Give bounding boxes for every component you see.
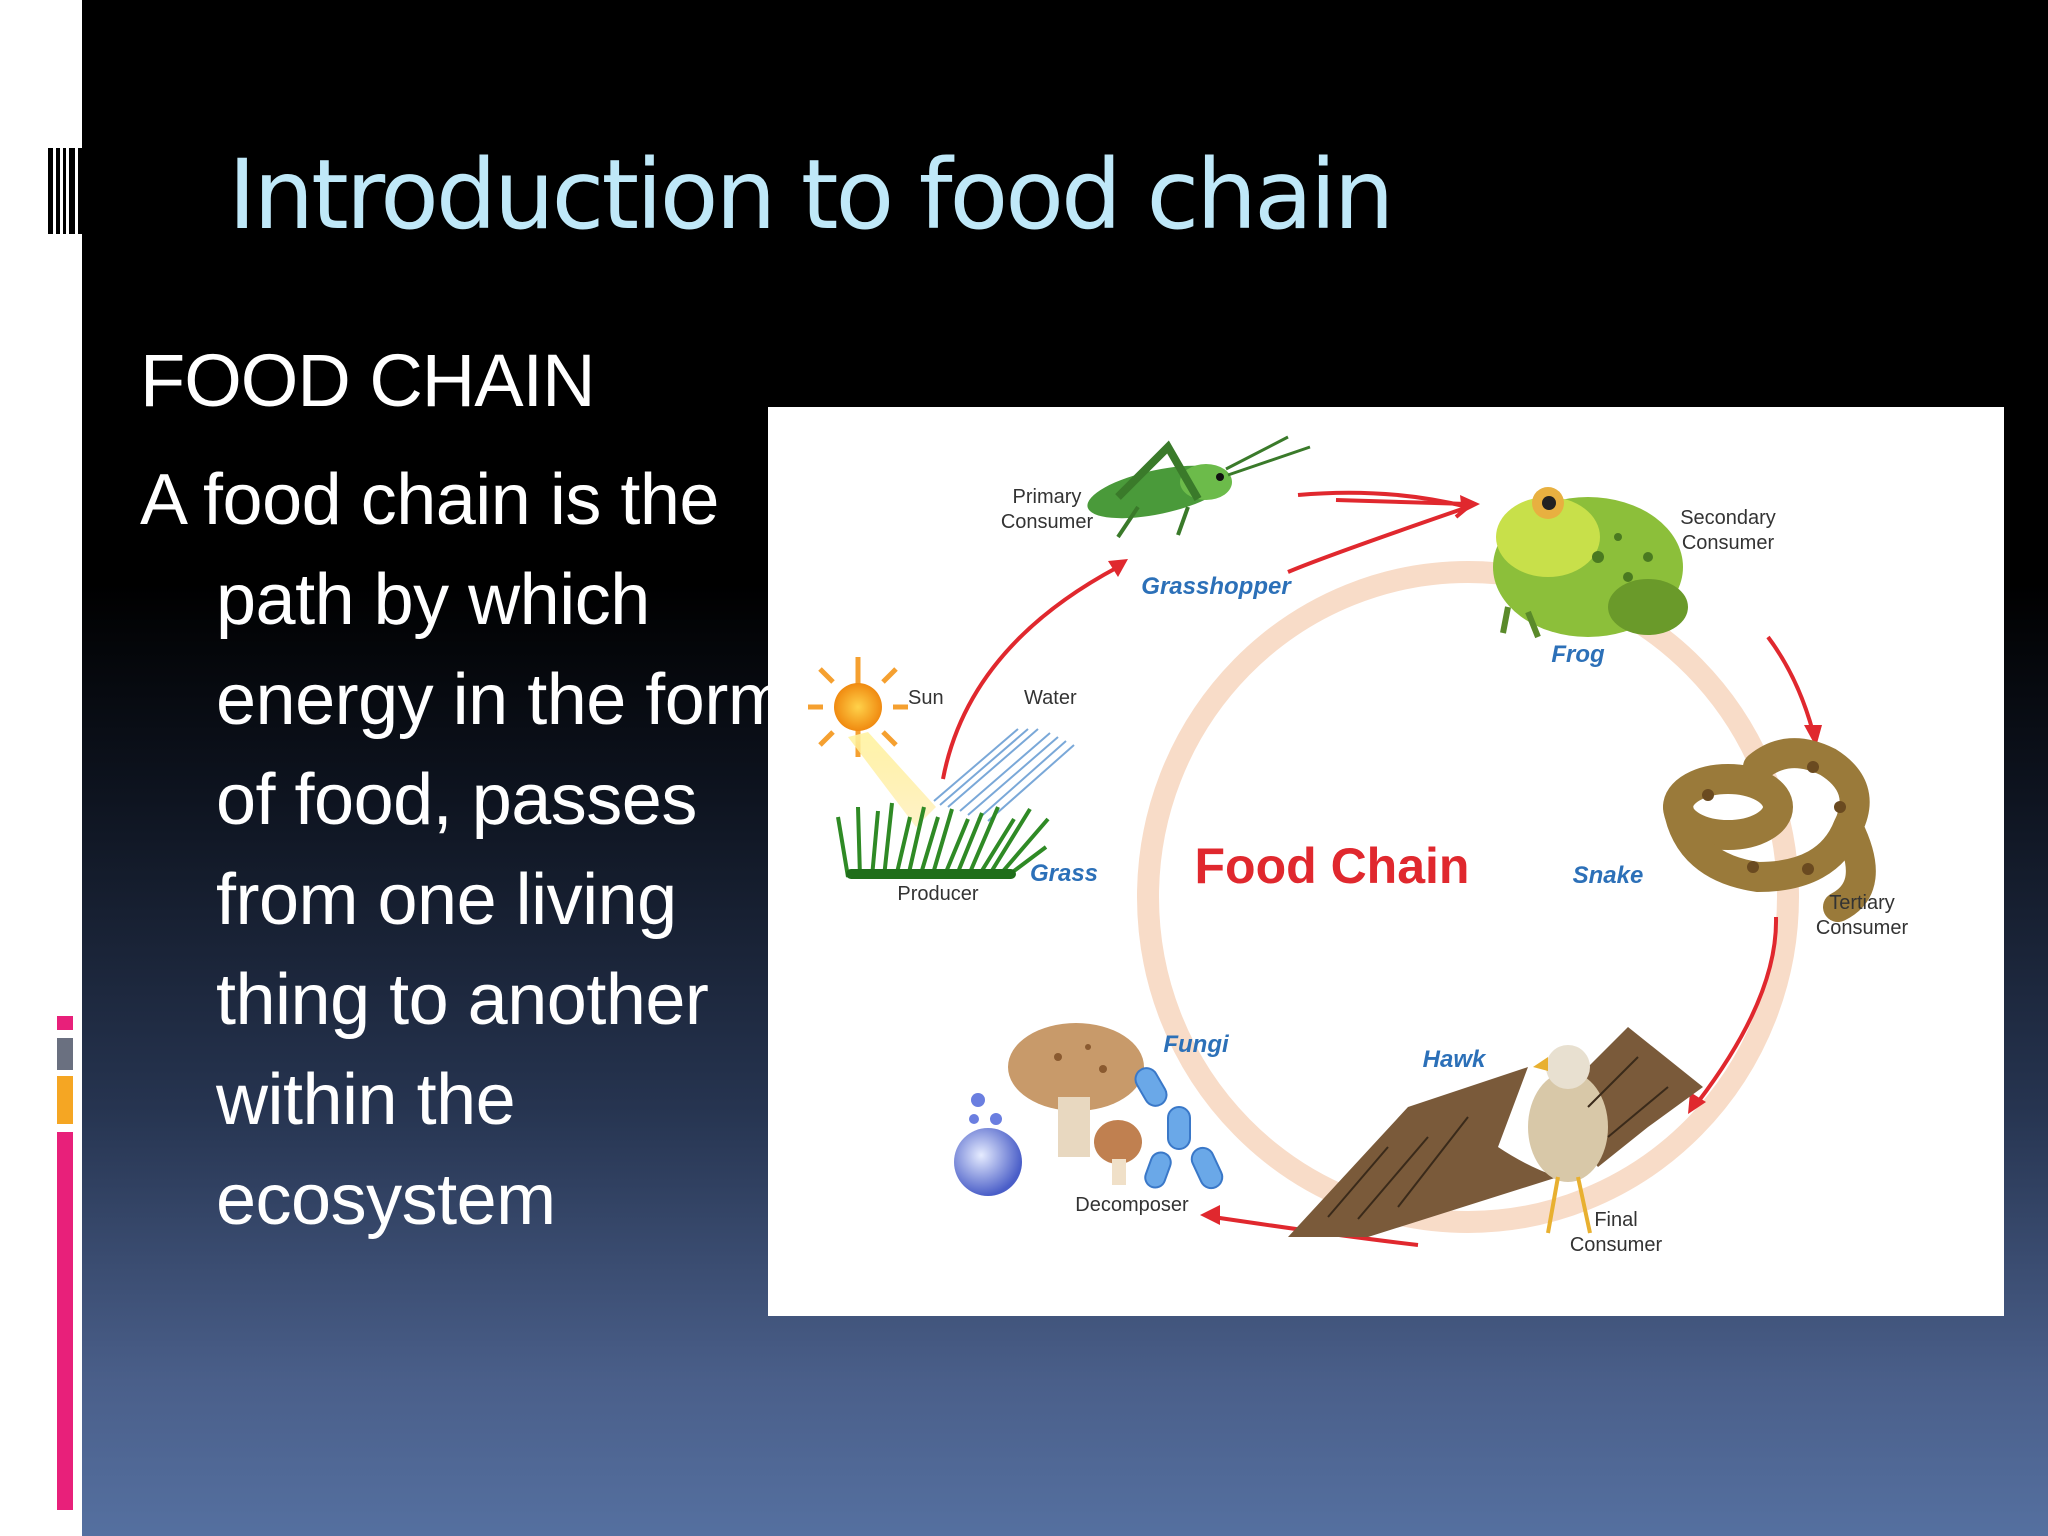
food-chain-diagram: Primary Consumer Secondary Consumer Sun … <box>768 407 2004 1316</box>
mushroom-icon <box>1008 1023 1144 1185</box>
label-tertiary-1: Tertiary <box>1829 892 1895 914</box>
bacteria-icon <box>1134 1067 1224 1190</box>
label-primary-2: Consumer <box>1001 511 1094 533</box>
snake-pattern <box>1702 761 1846 875</box>
label-tertiary-2: Consumer <box>1816 917 1909 939</box>
label-primary-1: Primary <box>1013 486 1082 508</box>
diagram-center-title: Food Chain <box>1195 838 1470 894</box>
label-sun: Sun <box>908 687 944 709</box>
label-hawk: Hawk <box>1423 1046 1487 1073</box>
grass-icon <box>836 802 1050 879</box>
accent-bar-pink <box>57 1132 73 1510</box>
grasshopper-icon <box>1087 435 1311 539</box>
slide-title: Introduction to food chain <box>228 139 1394 251</box>
arrow-heads <box>1108 495 1822 1225</box>
label-grasshopper: Grasshopper <box>1141 573 1292 600</box>
spore-ball-icon <box>954 1128 1022 1196</box>
label-decomposer: Decomposer <box>1075 1194 1189 1216</box>
label-water: Water <box>1024 687 1077 709</box>
accent-bar-pink-top <box>57 1016 73 1030</box>
snake-icon <box>1663 738 1876 922</box>
accent-bar-orange <box>57 1076 73 1124</box>
body-paragraph: A food chain is the path by which energy… <box>140 460 788 1240</box>
label-secondary-1: Secondary <box>1680 507 1776 529</box>
label-fungi: Fungi <box>1163 1031 1230 1058</box>
hawk-icon <box>1288 1027 1703 1237</box>
label-frog: Frog <box>1551 641 1605 668</box>
spore-dots <box>969 1093 1002 1125</box>
body-heading: FOOD CHAIN <box>140 339 596 422</box>
label-final-1: Final <box>1594 1209 1637 1231</box>
label-producer: Producer <box>897 883 978 905</box>
food-chain-illustration: Primary Consumer Secondary Consumer Sun … <box>808 435 1909 1256</box>
label-grass: Grass <box>1030 860 1098 887</box>
sunlight-beam <box>848 732 936 827</box>
accent-bar-grey <box>57 1038 73 1070</box>
label-final-2: Consumer <box>1570 1234 1663 1256</box>
decorative-bars <box>48 148 82 234</box>
label-secondary-2: Consumer <box>1682 532 1775 554</box>
grass-base <box>846 869 1016 879</box>
frog-icon <box>1493 487 1688 639</box>
cycle-ring <box>1137 561 1799 1233</box>
water-drops-icon <box>933 728 1075 822</box>
label-snake: Snake <box>1573 862 1644 889</box>
